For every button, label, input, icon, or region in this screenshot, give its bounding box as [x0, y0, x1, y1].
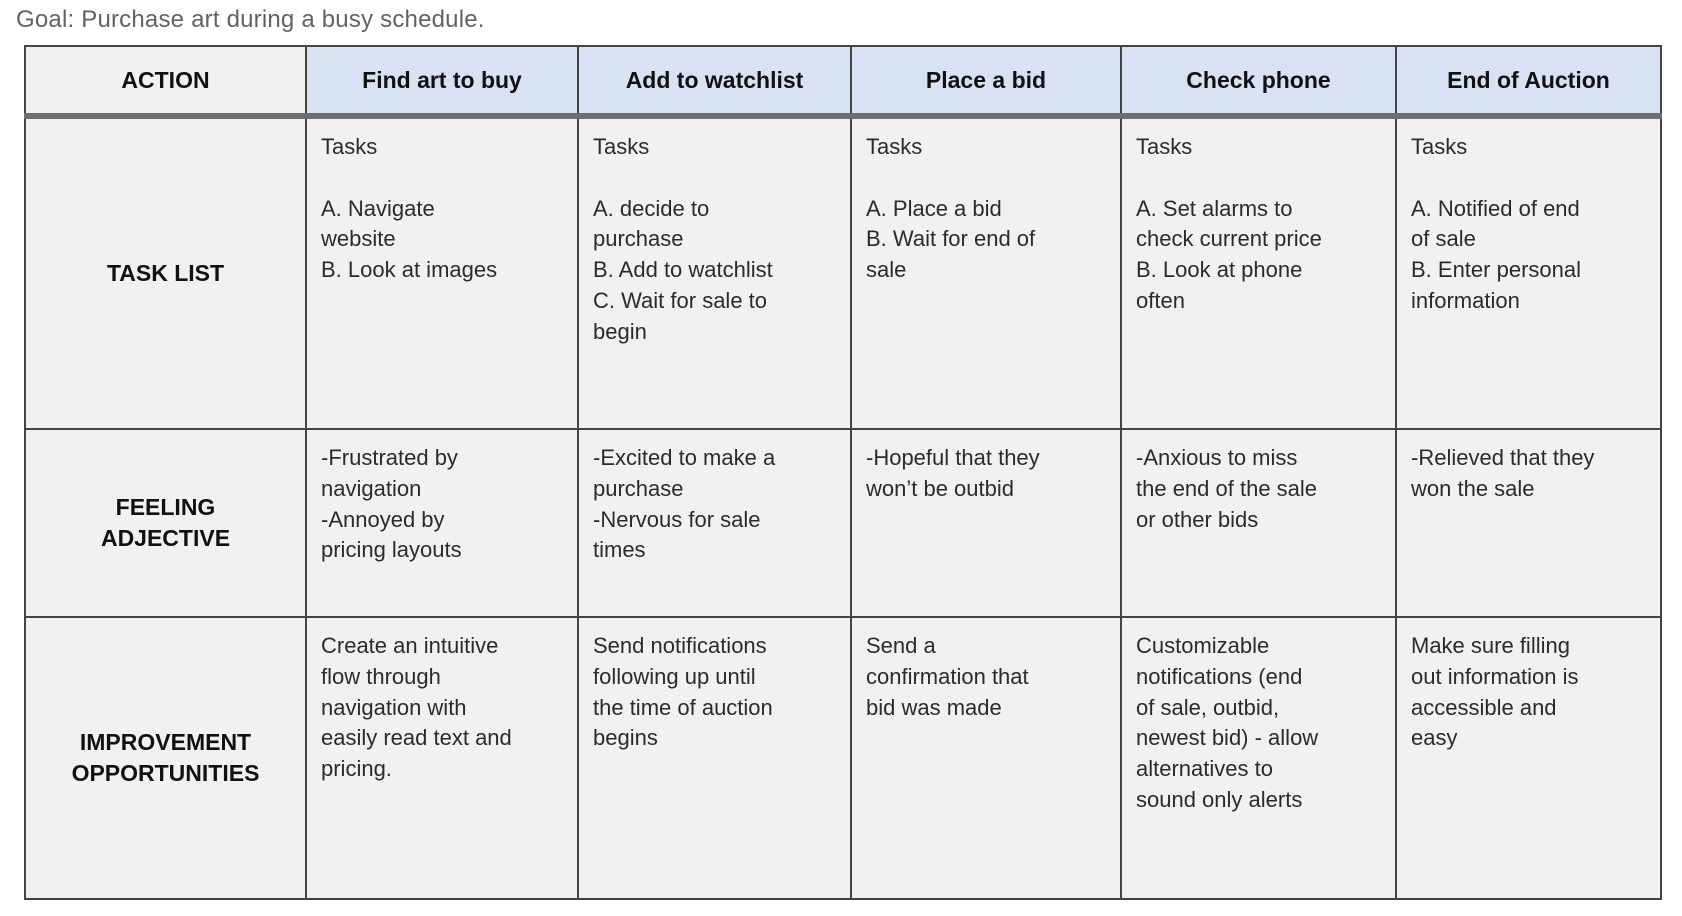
cell-tasks-find-art: Tasks A. Navigate website B. Look at ima… — [305, 115, 579, 430]
cell-tasks-place-bid: Tasks A. Place a bid B. Wait for end of … — [850, 115, 1122, 430]
cell-feeling-watchlist: -Excited to make a purchase -Nervous for… — [577, 428, 852, 618]
action-corner-cell: ACTION — [24, 45, 307, 119]
column-header-watchlist: Add to watchlist — [577, 45, 852, 119]
column-header-find-art: Find art to buy — [305, 45, 579, 119]
column-header-end-auction: End of Auction — [1395, 45, 1662, 119]
cell-improve-find-art: Create an intuitive flow through navigat… — [305, 616, 579, 900]
cell-improve-place-bid: Send a confirmation that bid was made — [850, 616, 1122, 900]
column-header-place-bid: Place a bid — [850, 45, 1122, 119]
cell-feeling-end-auction: -Relieved that they won the sale — [1395, 428, 1662, 618]
cell-feeling-place-bid: -Hopeful that they won’t be outbid — [850, 428, 1122, 618]
cell-improve-end-auction: Make sure filling out information is acc… — [1395, 616, 1662, 900]
improvement-opportunities-row: IMPROVEMENT OPPORTUNITIES Create an intu… — [24, 616, 1662, 900]
cell-tasks-check-phone: Tasks A. Set alarms to check current pri… — [1120, 115, 1397, 430]
cell-improve-check-phone: Customizable notifications (end of sale,… — [1120, 616, 1397, 900]
cell-tasks-end-auction: Tasks A. Notified of end of sale B. Ente… — [1395, 115, 1662, 430]
header-row: ACTION Find art to buy Add to watchlist … — [24, 45, 1662, 119]
cell-improve-watchlist: Send notifications following up until th… — [577, 616, 852, 900]
row-label-improvement: IMPROVEMENT OPPORTUNITIES — [24, 616, 307, 900]
goal-title: Goal: Purchase art during a busy schedul… — [16, 6, 485, 33]
cell-feeling-find-art: -Frustrated by navigation -Annoyed by pr… — [305, 428, 579, 618]
journey-map-table: ACTION Find art to buy Add to watchlist … — [24, 45, 1662, 900]
feeling-adjective-row: FEELING ADJECTIVE -Frustrated by navigat… — [24, 428, 1662, 618]
cell-feeling-check-phone: -Anxious to miss the end of the sale or … — [1120, 428, 1397, 618]
cell-tasks-watchlist: Tasks A. decide to purchase B. Add to wa… — [577, 115, 852, 430]
task-list-row: TASK LIST Tasks A. Navigate website B. L… — [24, 115, 1662, 430]
row-label-task-list: TASK LIST — [24, 115, 307, 430]
row-label-feeling: FEELING ADJECTIVE — [24, 428, 307, 618]
column-header-check-phone: Check phone — [1120, 45, 1397, 119]
